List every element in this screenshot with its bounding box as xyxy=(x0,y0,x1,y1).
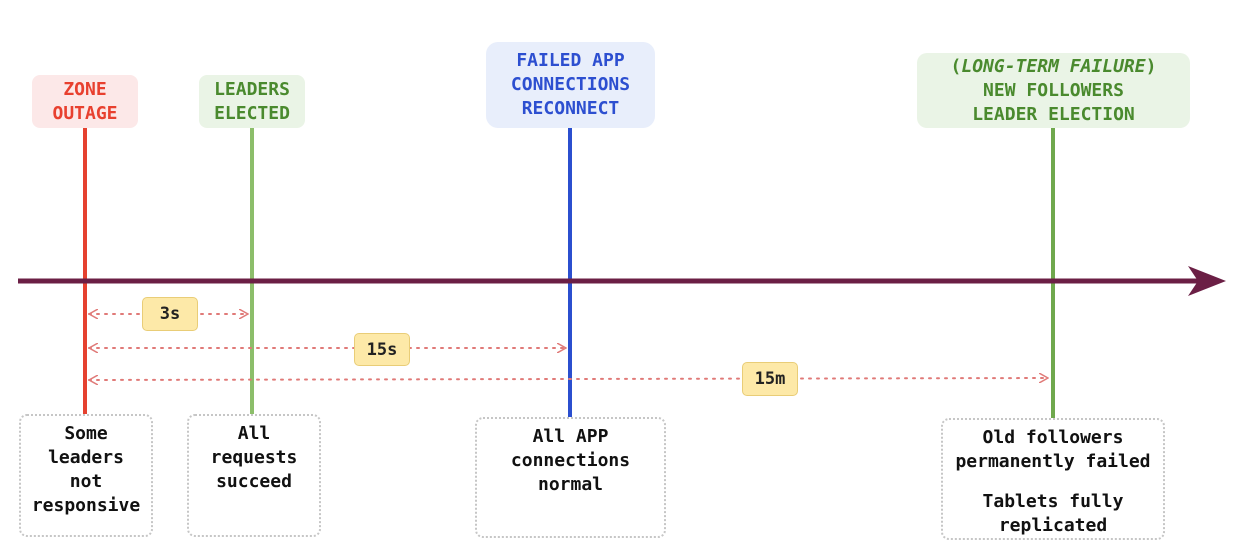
outcome-leaders-elected-line-3: succeed xyxy=(216,471,292,492)
event-label-long-term: (LONG-TERM FAILURE) NEW FOLLOWERS LEADER… xyxy=(917,53,1190,128)
event-label-app-reconnect: FAILED APP CONNECTIONS RECONNECT xyxy=(486,42,655,128)
duration-badge-15m: 15m xyxy=(742,362,798,396)
outcome-zone-outage: Some leaders not responsive xyxy=(19,414,153,537)
long-term-prefix: (LONG-TERM FAILURE) xyxy=(951,55,1157,79)
event-label-leaders-elected: LEADERS ELECTED xyxy=(199,75,305,128)
app-reconnect-line-3: RECONNECT xyxy=(521,98,620,119)
duration-badge-15s: 15s xyxy=(354,333,410,366)
zone-outage-line-1: ZONE xyxy=(63,78,107,100)
outcome-zone-outage-line-1: Some xyxy=(64,423,108,444)
outcome-app-reconnect-line-1: All APP xyxy=(532,426,609,447)
long-term-italic: LONG-TERM FAILURE xyxy=(961,55,1146,77)
outcome-app-reconnect-line-3: normal xyxy=(537,474,604,495)
outcome-zone-outage-line-3: not xyxy=(69,471,103,492)
outcome-long-term-line-3: Tablets fully xyxy=(982,491,1124,512)
outcome-long-term-line-4: replicated xyxy=(998,515,1108,536)
outcome-leaders-elected: All requests succeed xyxy=(187,414,321,537)
outcome-long-term-line-2: permanently failed xyxy=(955,451,1151,472)
leaders-elected-line-1: LEADERS xyxy=(214,78,290,100)
outcome-leaders-elected-line-2: requests xyxy=(210,447,298,468)
outcome-zone-outage-line-2: leaders xyxy=(48,447,124,468)
outcome-long-term-line-1: Old followers xyxy=(982,427,1124,448)
outcome-app-reconnect: All APP connections normal xyxy=(475,417,666,538)
app-reconnect-line-2: CONNECTIONS xyxy=(510,74,631,95)
zone-outage-line-2: OUTAGE xyxy=(52,102,118,124)
timeline-arrowhead xyxy=(1188,266,1226,296)
long-term-paren-close: ) xyxy=(1145,55,1157,77)
leaders-elected-line-2: ELECTED xyxy=(214,102,290,124)
outcome-long-term: Old followers permanently failed Tablets… xyxy=(941,418,1165,540)
duration-badge-3s: 3s xyxy=(142,297,198,331)
outcome-zone-outage-line-4: responsive xyxy=(31,495,141,516)
long-term-line-1: NEW FOLLOWERS xyxy=(983,79,1124,101)
long-term-paren-open: ( xyxy=(950,55,962,77)
event-label-zone-outage: ZONE OUTAGE xyxy=(32,75,138,128)
outcome-leaders-elected-line-1: All xyxy=(237,423,271,444)
app-reconnect-line-1: FAILED APP xyxy=(516,50,625,71)
long-term-line-2: LEADER ELECTION xyxy=(972,103,1135,125)
outcome-app-reconnect-line-2: connections xyxy=(510,450,631,471)
duration-arrow-15m xyxy=(89,378,1048,380)
